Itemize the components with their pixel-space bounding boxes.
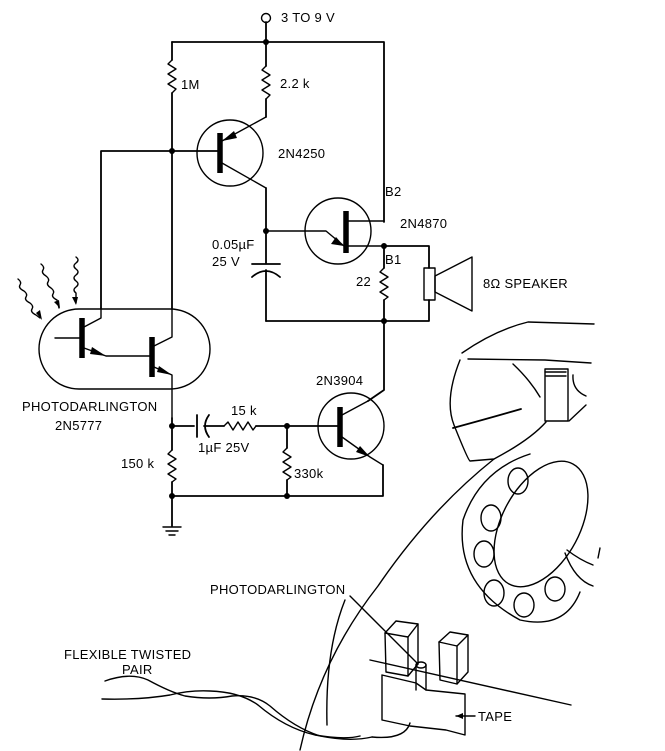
ujt-b1-label: B1 xyxy=(385,252,402,267)
transistor-q3-label: 2N3904 xyxy=(316,373,363,388)
phone-base-illustration xyxy=(326,595,572,739)
photodarlington-part-label: 2N5777 xyxy=(55,418,102,433)
capacitor-1uf-label: 1µF 25V xyxy=(198,440,250,455)
transistor-q2-label: 2N4870 xyxy=(400,216,447,231)
base-feedback-wire xyxy=(100,150,173,309)
ujt-b2-label: B2 xyxy=(385,184,402,199)
q1-collector-node xyxy=(263,187,269,234)
resistor-22 xyxy=(379,245,389,324)
twisted-pair-label-line2: PAIR xyxy=(122,662,153,677)
transistor-q1-label: 2N4250 xyxy=(278,146,325,161)
capacitor-0-05uf-value: 0.05µF xyxy=(212,237,255,252)
speaker-feed-wire xyxy=(383,245,430,269)
transistor-q3-npn xyxy=(317,392,385,466)
tape-label: TAPE xyxy=(478,709,512,724)
capacitor-1uf xyxy=(171,414,225,438)
ground-rail xyxy=(171,464,384,497)
photodarlington-2n5777 xyxy=(38,307,211,419)
telephone-illustration xyxy=(299,321,601,751)
speaker-label: 8Ω SPEAKER xyxy=(483,276,568,291)
speaker-icon xyxy=(423,256,473,312)
resistor-2-2k xyxy=(261,41,271,118)
photodarlington-label: PHOTODARLINGTON xyxy=(22,399,157,414)
transistor-q1-pnp xyxy=(171,116,267,189)
light-rays-icon xyxy=(17,256,79,320)
q3-collector-wire xyxy=(367,320,385,402)
supply-voltage-label: 3 TO 9 V xyxy=(281,10,335,25)
capacitor-0-05uf-voltage: 25 V xyxy=(212,254,240,269)
top-rail xyxy=(171,39,385,223)
resistor-22-label: 22 xyxy=(356,274,371,289)
transistor-q2-ujt xyxy=(265,197,387,265)
resistor-330k xyxy=(282,425,292,499)
ground-icon xyxy=(162,495,182,536)
resistor-330k-label: 330k xyxy=(294,466,324,481)
supply-terminal xyxy=(260,12,272,43)
resistor-150k-label: 150 k xyxy=(121,456,155,471)
resistor-15k xyxy=(223,421,339,431)
emitter-node xyxy=(169,417,175,451)
illustration-photodarlington-label: PHOTODARLINGTON xyxy=(210,582,345,597)
resistor-150k xyxy=(167,449,177,499)
resistor-2-2k-label: 2.2 k xyxy=(280,76,310,91)
speaker-return-wire xyxy=(265,299,430,322)
capacitor-0-05uf xyxy=(251,230,281,322)
twisted-pair-label-line1: FLEXIBLE TWISTED xyxy=(64,647,191,662)
resistor-1m-label: 1M xyxy=(181,77,200,92)
resistor-1m xyxy=(167,59,177,154)
twisted-pair-wires xyxy=(101,675,373,740)
resistor-15k-label: 15 k xyxy=(231,403,257,418)
